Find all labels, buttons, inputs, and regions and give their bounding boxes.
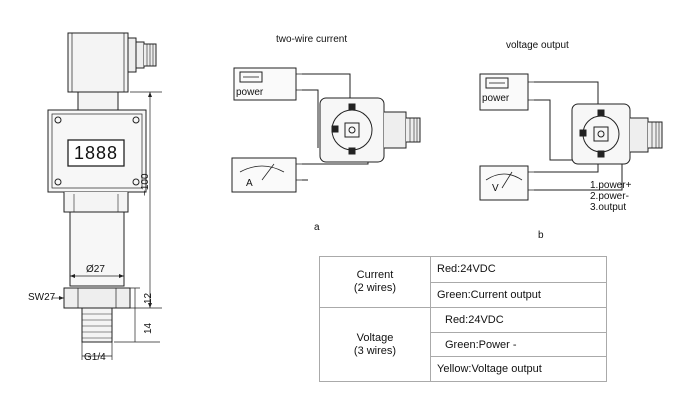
power-label-a: power [236, 87, 264, 98]
diagram-b-title: voltage output [506, 40, 569, 51]
display-value: 1888 [73, 143, 119, 163]
diameter-dimension-label: Ø27 [86, 264, 105, 275]
table-row: Voltage (3 wires) Red:24VDC [319, 307, 607, 382]
power-supply-box-b [479, 73, 529, 111]
voltmeter-box [479, 165, 529, 201]
diagram-a-wiring [231, 67, 421, 193]
wiring-table: Current (2 wires) Red:24VDC Green:Curren… [319, 255, 607, 382]
sensor-dimension-drawing [47, 32, 162, 360]
wire-cell: Green:Power - [430, 331, 607, 358]
group-cell-current: Current (2 wires) [319, 255, 431, 309]
table-row: Current (2 wires) Red:24VDC [319, 255, 607, 309]
pin-note-2: 2.power- [590, 191, 629, 202]
group-name: Current [356, 269, 394, 282]
ammeter-symbol: A [246, 178, 253, 189]
diagram-a-title: two-wire current [276, 34, 348, 45]
sensor-body [69, 211, 125, 287]
wrench-size-label: SW27 [28, 292, 56, 303]
voltmeter-symbol: V [492, 183, 499, 194]
thread-stub [81, 307, 113, 343]
hex-nut [63, 287, 131, 309]
cable-gland [127, 37, 157, 73]
group-name: Voltage [356, 331, 394, 344]
power-label-b: power [482, 93, 510, 104]
pin-note-1: 1.power+ [590, 180, 632, 191]
group-wire-count: (2 wires) [353, 282, 397, 295]
thread-size-label: G1/4 [84, 352, 106, 363]
connector-head [67, 32, 129, 93]
wire-cell: Yellow:Voltage output [430, 356, 607, 382]
ammeter-box [231, 157, 297, 193]
height-dimension-label: ~100 [140, 173, 151, 196]
group-cell-voltage: Voltage (3 wires) [319, 307, 431, 382]
group-wire-count: (3 wires) [353, 344, 397, 357]
power-supply-box-a [233, 67, 297, 101]
diagram-b-wiring [479, 73, 663, 201]
display-box [67, 139, 125, 167]
dimension-12-label: 12 [143, 292, 154, 304]
wire-cell: Red:24VDC [430, 256, 607, 283]
diagram-b-caption: b [538, 230, 544, 241]
table-row: Green:Power - [320, 331, 607, 358]
table-row: Yellow:Voltage output [320, 356, 607, 382]
pin-note-3: 3.output [590, 202, 627, 213]
diagram-a-caption: a [314, 222, 320, 233]
wire-cell: Green:Current output [430, 281, 607, 309]
wire-cell: Red:24VDC [430, 307, 607, 333]
dimension-14-label: 14 [143, 322, 154, 334]
